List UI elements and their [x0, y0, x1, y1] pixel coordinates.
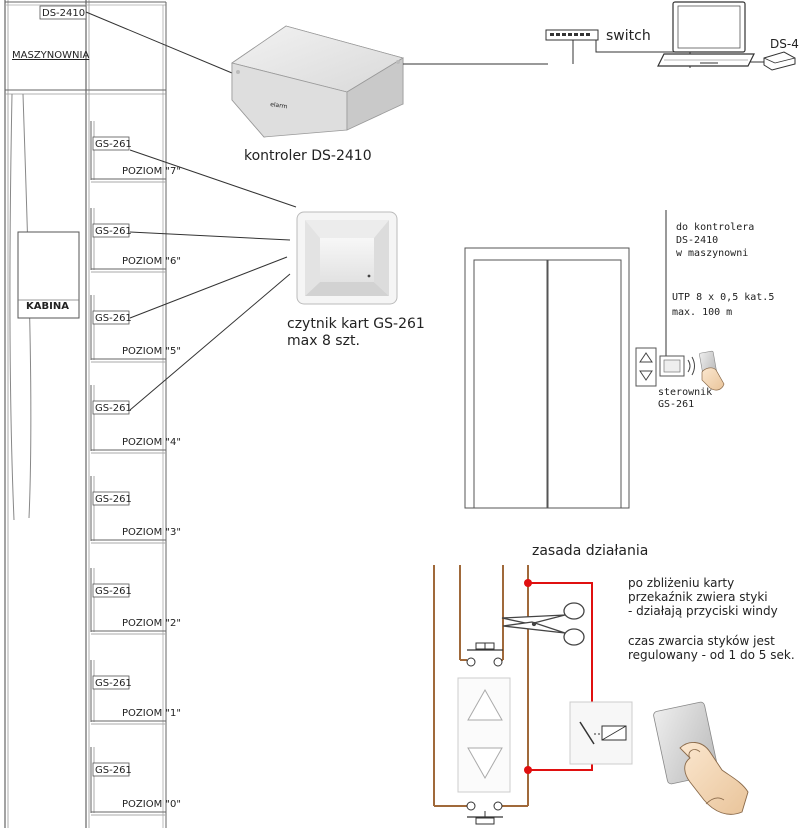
- ds2410-tag-label: DS-2410: [42, 8, 85, 19]
- gs261-tag: [92, 400, 130, 415]
- principle-line-4: czas zwarcia styków jest: [628, 634, 775, 648]
- gs261-tag-label: GS-261: [95, 765, 132, 776]
- arrow-up-icon: [639, 352, 653, 363]
- gs261-tag-label: GS-261: [95, 586, 132, 597]
- elevator-shaft: [4, 0, 167, 828]
- gs261-tag: [92, 310, 130, 325]
- level-label: POZIOM "4": [122, 437, 181, 448]
- principle-line-1: po zbliżeniu karty: [628, 576, 734, 590]
- level-label: POZIOM "0": [122, 799, 181, 810]
- ds2410-tag: DS-2410: [39, 5, 87, 20]
- level-label: POZIOM "6": [122, 256, 181, 267]
- level-label: POZIOM "3": [122, 527, 181, 538]
- scissors-icon: [501, 602, 585, 646]
- rope-left: [9, 93, 15, 521]
- small-card-hand: [699, 350, 725, 391]
- gs261-tag: [92, 583, 130, 598]
- gs261-tag: [92, 136, 130, 151]
- level-label: POZIOM "2": [122, 618, 181, 629]
- gs261-tag: [92, 675, 130, 690]
- principle-line-2: przekaźnik zwiera styki: [628, 590, 768, 604]
- wiring-diagram: [433, 565, 633, 825]
- gs261-tag-label: GS-261: [95, 226, 132, 237]
- reader-caption-2: max 8 szt.: [287, 333, 360, 349]
- gs261-driver: [659, 355, 695, 377]
- driver-line-2: GS-261: [658, 399, 694, 410]
- cabin: KABINA: [9, 93, 80, 521]
- arrow-up-icon: [467, 688, 503, 721]
- rope-right: [22, 93, 32, 519]
- hand-icon: [701, 367, 725, 391]
- cable-line-1: UTP 8 x 0,5 kat.5: [672, 292, 774, 303]
- machine-room-label: MASZYNOWNIA: [12, 50, 89, 61]
- controller-ds2410: elarm: [231, 25, 405, 138]
- reader-caption-1: czytnik kart GS-261: [287, 316, 425, 332]
- level-label: POZIOM "1": [122, 708, 181, 719]
- principle-line-5: regulowany - od 1 do 5 sek.: [628, 648, 795, 662]
- hand-icon: [679, 742, 749, 815]
- controller-brand: elarm: [270, 101, 288, 110]
- gs261-tag-label: GS-261: [95, 313, 132, 324]
- ds4-device: [763, 51, 796, 71]
- principle-title: zasada działania: [532, 543, 648, 559]
- gs261-tag: [92, 491, 130, 506]
- card-reader-gs261: [296, 211, 398, 305]
- level-label: POZIOM "5": [122, 346, 181, 357]
- gs261-tag-label: GS-261: [95, 494, 132, 505]
- arrow-down-icon: [639, 370, 653, 381]
- switch-icon: [545, 29, 599, 41]
- controller-caption: kontroler DS-2410: [244, 148, 372, 164]
- gs261-tag-label: GS-261: [95, 678, 132, 689]
- note-line-1: do kontrolera: [676, 222, 754, 233]
- switch-label: switch: [606, 28, 651, 44]
- elevator-door: [464, 247, 630, 509]
- arrow-down-icon: [467, 747, 503, 780]
- principle-line-3: - działają przyciski windy: [628, 604, 778, 618]
- call-buttons-panel: [635, 347, 657, 387]
- note-line-3: w maszynowni: [676, 248, 748, 259]
- level-label: POZIOM "7": [122, 166, 181, 177]
- gs261-tag: [92, 223, 130, 238]
- note-line-2: DS-2410: [676, 235, 718, 246]
- gs261-tag: [92, 762, 130, 777]
- cabin-label: KABINA: [26, 301, 69, 312]
- shaft-connection-lines: [85, 11, 297, 411]
- cable-line-2: max. 100 m: [672, 307, 732, 318]
- gs261-tag-label: GS-261: [95, 403, 132, 414]
- gs261-tag-label: GS-261: [95, 139, 132, 150]
- ds4-label: DS-4: [770, 37, 799, 51]
- laptop-icon: [657, 1, 755, 67]
- driver-line-1: sterownik: [658, 387, 712, 398]
